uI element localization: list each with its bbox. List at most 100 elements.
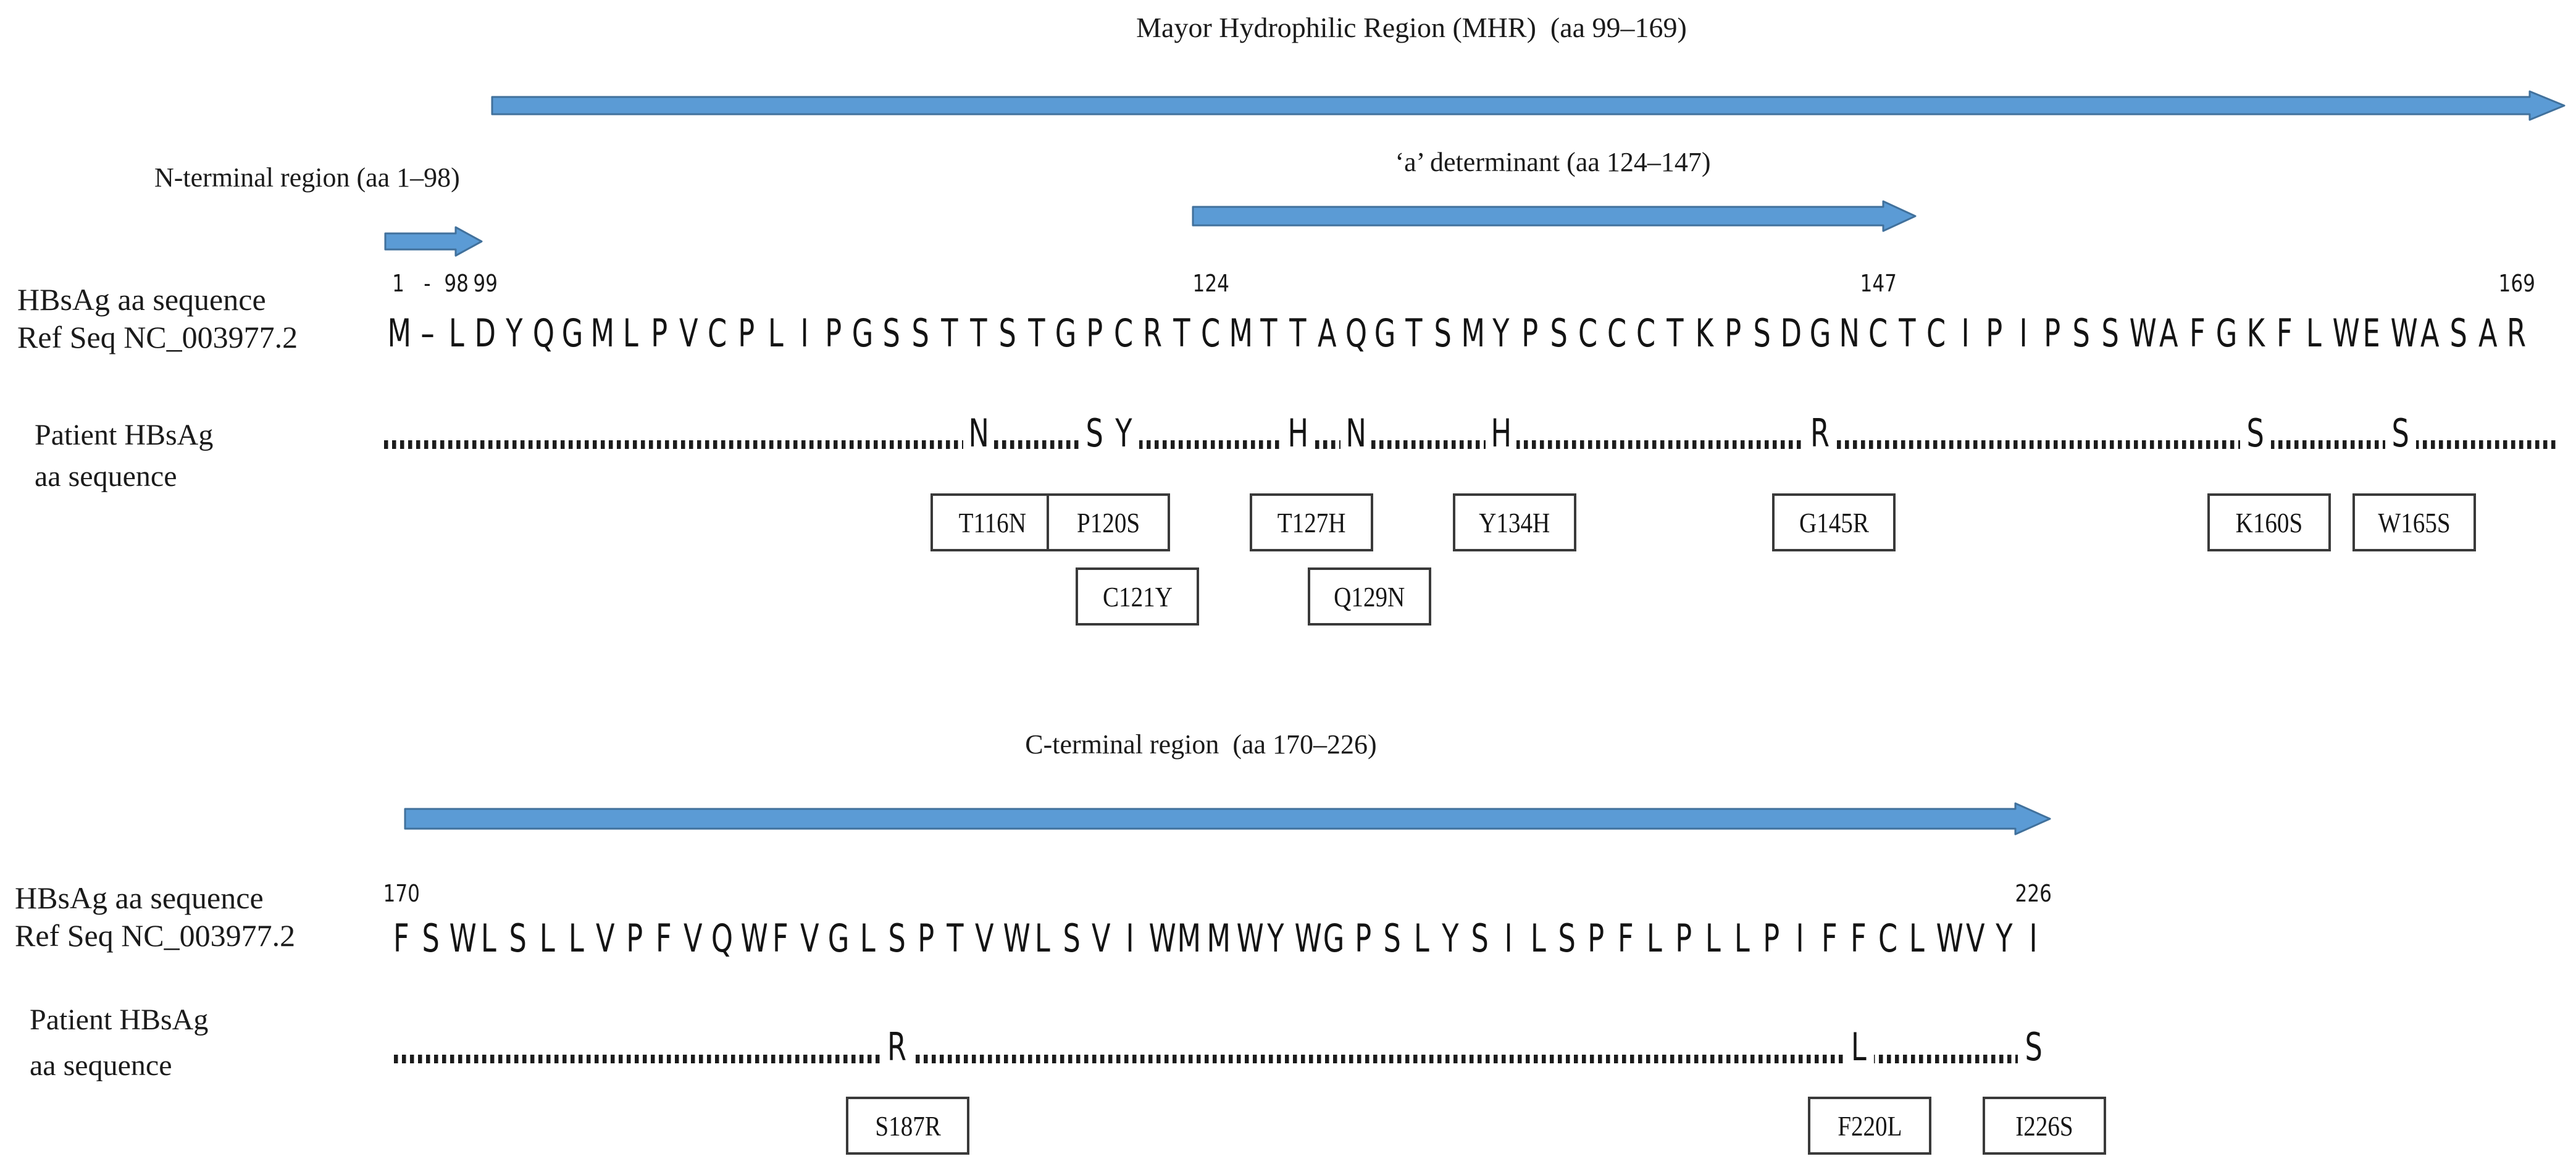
ref-seq-letter-glyph: S [2101, 311, 2120, 356]
ref-seq-letter-glyph: W [449, 916, 477, 961]
ref-seq-letter: S [415, 919, 446, 958]
mutation-box-Q129N-glyph: Q129N [1334, 580, 1405, 613]
ref-seq-letter-glyph: F [1821, 916, 1838, 961]
c-terminal-arrow-shape [404, 802, 2051, 835]
mutation-box-G145R: G145R [1772, 493, 1896, 551]
aa-position-label-1: 1 [358, 272, 438, 295]
ref-seq-letter: Q [706, 919, 737, 958]
ref-seq-letter-glyph: S [1753, 311, 1771, 356]
ref-seq-letter-glyph: L [1034, 916, 1050, 961]
ref-seq-letter: M [383, 314, 414, 353]
mhr-region-label: Mayor Hydrophilic Region (MHR) (aa 99–16… [1136, 12, 1687, 43]
ref-seq-letter: F [1610, 919, 1641, 958]
aa-position-label-169-glyph: 169 [2498, 270, 2535, 297]
ref-seq-letter: C [1863, 314, 1894, 353]
aa-position-label-98: 98 [416, 272, 496, 295]
ref-seq-letter: M [1173, 919, 1203, 958]
ref-seq-letter-glyph: S [2072, 311, 2091, 356]
ref-seq-letter-glyph: L [1909, 916, 1925, 961]
patient-letter-S187R: R [881, 1028, 913, 1066]
ref-seq-letter: S [881, 919, 912, 958]
ref-seq-letter-glyph: F [772, 916, 788, 961]
ref-seq-letter-glyph: G [1323, 916, 1345, 961]
ref-seq-letter-glyph: L [1413, 916, 1429, 961]
patient-letter-F220L-glyph: L [1850, 1024, 1867, 1069]
mutation-box-G145R-glyph: G145R [1799, 506, 1869, 538]
patient-letter-T127H: H [1282, 414, 1313, 453]
ref-seq-letter-glyph: W [2332, 311, 2360, 356]
aa-position-label-99: 99 [445, 272, 525, 295]
ref-seq-letter: D [470, 314, 501, 353]
ref-seq-letter-glyph: R [2507, 311, 2527, 356]
ref-seq-letter: C [1921, 314, 1952, 353]
ref-seq-letter-glyph: C [708, 311, 727, 356]
ref-seq-letter: W [2327, 311, 2360, 356]
patient-letter-C121Y: Y [1108, 414, 1139, 453]
mutation-box-T116N-glyph: T116N [958, 506, 1026, 538]
patient-letter-Q129N-glyph: N [1345, 411, 1366, 456]
ref-seq-letter-glyph: V [1091, 916, 1111, 961]
ref-seq-letter-glyph: W [740, 916, 769, 961]
patient-letter-T116N-glyph: N [968, 411, 989, 456]
aa-position-label-124-glyph: 124 [1192, 270, 1229, 297]
ref-seq-letter-glyph: D [1780, 311, 1802, 356]
ref-seq-letter: T [1892, 314, 1923, 353]
ref-seq-letter-glyph: C [1926, 311, 1946, 356]
a-determinant-arrow [1192, 200, 1917, 232]
ref-seq-letter: S [1377, 919, 1408, 958]
ref-seq-letter: T [1166, 314, 1197, 353]
ref-seq-letter: T [1282, 314, 1313, 353]
ref-seq-letter: I [1114, 919, 1145, 958]
ref-seq-letter-glyph: K [2246, 311, 2265, 356]
ref-seq-letter: E [2356, 314, 2387, 353]
aa-position-label-170-glyph: 170 [383, 880, 420, 907]
ref-seq-letter-glyph: S [882, 311, 901, 356]
patient-letter-P120S: S [1079, 414, 1110, 453]
ref-seq-letter: P [1515, 314, 1545, 353]
ref-seq-letter-glyph: L [622, 311, 638, 356]
block1-ref-seq-label-line1: HBsAg aa sequence [17, 282, 266, 317]
ref-seq-letter-glyph: L [767, 311, 784, 356]
ref-seq-letter-glyph: T [1173, 311, 1190, 356]
ref-seq-letter: F [386, 919, 417, 958]
ref-seq-letter-glyph: C [1578, 311, 1598, 356]
block1-patient-label-line1: Patient HBsAg [35, 419, 214, 451]
aa-position-label-147: 147 [1838, 272, 1918, 295]
mutation-box-P120S: P120S [1047, 493, 1170, 551]
ref-seq-letter: G [2211, 314, 2242, 353]
ref-seq-letter-glyph: P [1587, 916, 1605, 961]
aa-position-label-1-glyph: 1 [392, 270, 404, 297]
mutation-box-S187R-glyph: S187R [875, 1110, 941, 1142]
mhr-arrow-shape [491, 90, 2566, 121]
ref-seq-letter-glyph: Q [532, 311, 554, 356]
ref-seq-letter-glyph: L [1647, 916, 1663, 961]
block1-ref-seq-label-line2: Ref Seq NC_003977.2 [17, 320, 298, 354]
ref-seq-letter: L [1406, 919, 1437, 958]
ref-seq-letter-glyph: G [827, 916, 850, 961]
ref-seq-letter: Y [499, 314, 530, 353]
ref-seq-letter: P [2037, 314, 2068, 353]
ref-seq-letter: L [760, 314, 791, 353]
ref-seq-letter: V [673, 314, 704, 353]
ref-seq-letter: I [2018, 919, 2049, 958]
ref-seq-letter: F [648, 919, 679, 958]
ref-seq-letter-glyph: F [2189, 311, 2206, 356]
ref-seq-letter: T [1253, 314, 1284, 353]
ref-seq-letter: I [1950, 314, 1981, 353]
ref-seq-letter: F [1843, 919, 1874, 958]
ref-seq-letter: T [1660, 314, 1691, 353]
ref-seq-letter: G [557, 314, 588, 353]
ref-seq-letter-glyph: V [679, 311, 698, 356]
ref-seq-letter: Q [1340, 314, 1371, 353]
ref-seq-letter-glyph: G [1809, 311, 1831, 356]
ref-seq-letter: S [1428, 314, 1458, 353]
ref-seq-letter: S [1747, 314, 1778, 353]
patient-letter-G145R: R [1805, 414, 1836, 453]
ref-seq-letter: V [590, 919, 621, 958]
ref-seq-letter: V [1085, 919, 1116, 958]
patient-letter-K160S: S [2240, 414, 2271, 453]
ref-seq-letter-glyph: S [1434, 311, 1452, 356]
ref-seq-letter: M [1224, 314, 1255, 353]
patient-letter-Y134H: H [1486, 414, 1516, 453]
ref-seq-letter: T [940, 919, 971, 958]
